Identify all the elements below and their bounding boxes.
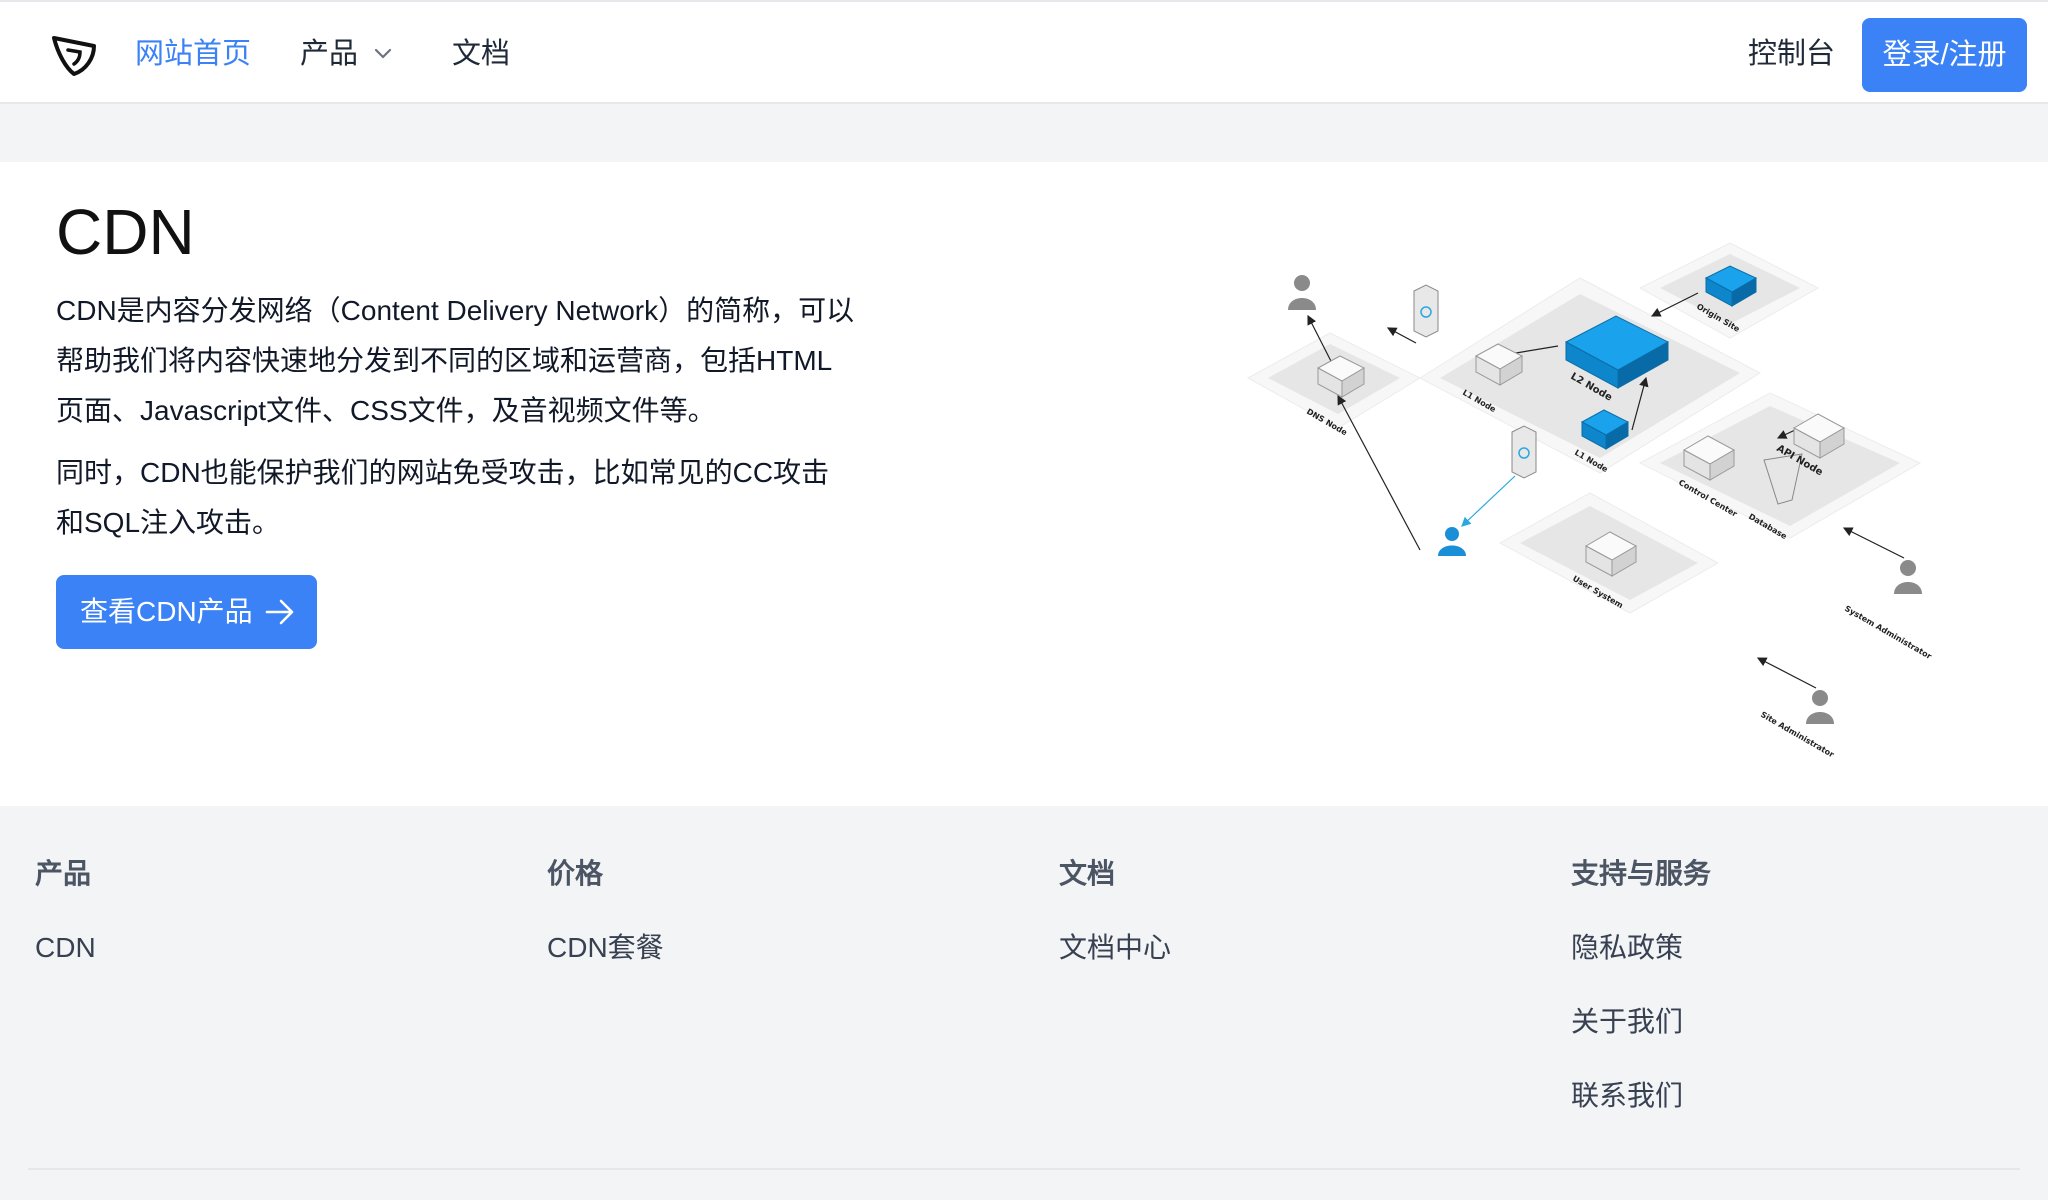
- footer-link-about[interactable]: 关于我们: [1571, 1006, 1684, 1037]
- footer-heading: 支持与服务: [1571, 858, 1712, 889]
- site-admin-icon: [1806, 690, 1834, 724]
- footer-link-doc-center[interactable]: 文档中心: [1059, 932, 1172, 963]
- hero-description-secondary: 同时，CDN也能保护我们的网站免受攻击，比如常见的CC攻击和SQL注入攻击。: [56, 457, 830, 538]
- l1-node-bottom-box: [1580, 409, 1630, 450]
- nav-products[interactable]: 产品: [300, 38, 359, 70]
- cdn-architecture-diagram: DNS Node L1 Node L2 Node Origin Site L1 …: [1246, 242, 1933, 759]
- logo-icon[interactable]: [48, 28, 100, 80]
- footer-heading: 文档: [1059, 858, 1116, 889]
- footer-heading: 价格: [547, 858, 604, 889]
- api-node-box: [1792, 413, 1846, 459]
- server-icon-top: [1413, 284, 1439, 338]
- hero-description: CDN是内容分发网络（Content Delivery Network）的简称，…: [56, 295, 855, 426]
- footer-column-support: 支持与服务 隐私政策 关于我们 联系我们: [1571, 852, 1991, 1118]
- console-link[interactable]: 控制台: [1748, 38, 1836, 70]
- hero-section: CDN CDN是内容分发网络（Content Delivery Network）…: [0, 162, 2048, 806]
- top-navbar: 网站首页 产品 文档 控制台 登录/注册: [0, 0, 2048, 104]
- user-system-box: [1584, 531, 1638, 577]
- server-icon-bottom: [1511, 425, 1537, 479]
- l1-node-top-box: [1474, 343, 1524, 386]
- login-register-button[interactable]: 登录/注册: [1862, 18, 2027, 92]
- control-center-box: [1682, 435, 1736, 481]
- footer-heading: 产品: [35, 858, 92, 889]
- arrow-right-icon: [265, 599, 294, 625]
- footer-link-privacy[interactable]: 隐私政策: [1571, 932, 1684, 963]
- database-icon: [1763, 453, 1803, 505]
- nav-home[interactable]: 网站首页: [135, 38, 252, 70]
- platform-center: [1418, 277, 1762, 474]
- connectors: [1307, 292, 1905, 689]
- footer-link-cdn[interactable]: CDN: [35, 932, 96, 963]
- user-icon-top: [1288, 275, 1316, 310]
- footer-column-products: 产品 CDN: [35, 852, 455, 970]
- footer-link-cdn-plans[interactable]: CDN套餐: [547, 932, 664, 963]
- cta-label: 查看CDN产品: [80, 596, 253, 627]
- view-cdn-products-button[interactable]: 查看CDN产品: [56, 575, 317, 649]
- footer-column-pricing: 价格 CDN套餐: [547, 852, 967, 970]
- nav-docs[interactable]: 文档: [452, 38, 511, 70]
- footer-divider: [28, 1168, 2020, 1170]
- chevron-down-icon[interactable]: [374, 48, 392, 60]
- footer-link-contact[interactable]: 联系我们: [1571, 1080, 1684, 1111]
- origin-site-box: [1704, 265, 1758, 307]
- l2-node-box: [1564, 315, 1670, 389]
- footer-column-docs: 文档 文档中心: [1059, 852, 1479, 970]
- label-system-administrator: System Administrator: [1843, 604, 1933, 661]
- dns-node-box: [1316, 355, 1366, 398]
- page-title: CDN: [56, 196, 195, 268]
- system-admin-icon: [1894, 560, 1922, 594]
- end-user-icon: [1438, 527, 1466, 556]
